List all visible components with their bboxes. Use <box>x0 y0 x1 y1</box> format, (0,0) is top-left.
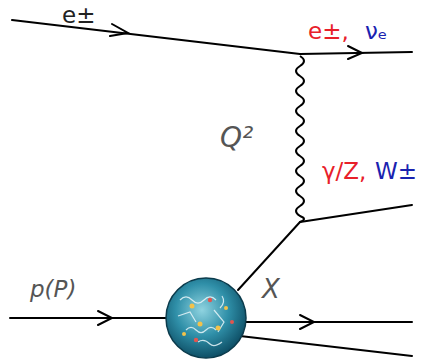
arrow-head <box>300 315 314 329</box>
momentum-transfer-label: Q² <box>220 124 253 152</box>
boson-propagator <box>296 56 304 222</box>
boson-label: W± <box>375 160 417 183</box>
particle-label: e±, <box>308 20 349 43</box>
arrow-head <box>348 46 362 59</box>
incoming-proton <box>10 317 168 319</box>
particle-label: p(P) <box>30 278 76 301</box>
remnant-line <box>240 336 412 356</box>
outgoing-lepton <box>300 52 412 54</box>
struck-quark <box>300 205 412 222</box>
hadronic-final-state-label: X <box>262 276 280 302</box>
remnant-line <box>246 321 412 323</box>
incoming-lepton <box>12 20 300 54</box>
particle-label: νₑ <box>365 20 387 43</box>
proton-blob <box>166 278 246 358</box>
particle-label: e± <box>62 4 95 27</box>
arrow-head <box>110 24 128 36</box>
arrow-head <box>98 311 112 325</box>
boson-label: γ/Z, <box>322 160 366 183</box>
